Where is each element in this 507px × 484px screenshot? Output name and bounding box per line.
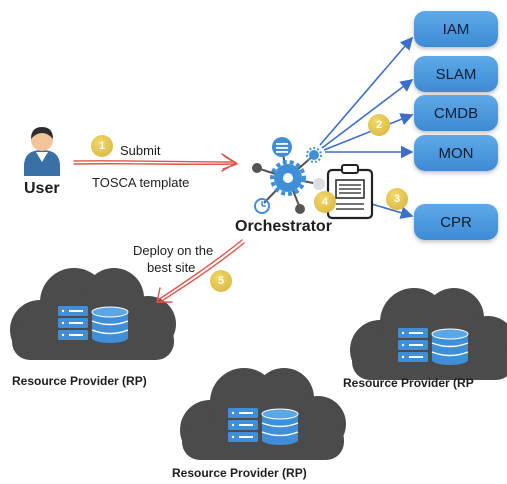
cloud-icon-rp-right <box>350 288 507 380</box>
service-cpr-button[interactable]: CPR <box>414 204 498 240</box>
rp-label-bottom: Resource Provider (RP) <box>172 466 307 480</box>
submit-label: Submit <box>120 143 161 158</box>
rp-label-right: Resource Provider (RP <box>343 376 474 390</box>
orchestrator-label: Orchestrator <box>235 218 332 235</box>
service-slam-button[interactable]: SLAM <box>414 56 498 92</box>
rp-label-left: Resource Provider (RP) <box>12 374 147 388</box>
cloud-icon-rp-bottom <box>180 368 346 460</box>
deploy-label-line2: best site <box>147 260 196 275</box>
service-mon-button[interactable]: MON <box>414 135 498 171</box>
step-badge-1: 1 <box>91 135 113 157</box>
step-badge-5: 5 <box>210 270 232 292</box>
service-cmdb-button[interactable]: CMDB <box>414 95 498 131</box>
step-badge-2: 2 <box>368 114 390 136</box>
clipboard-icon <box>326 164 374 220</box>
deploy-arrow <box>156 239 245 303</box>
submit-arrow <box>73 153 239 172</box>
step-badge-4: 4 <box>314 191 336 213</box>
tosca-label: TOSCA template <box>92 175 190 190</box>
deploy-label-line1: Deploy on the <box>133 243 214 258</box>
orchestrator-icon <box>252 137 325 214</box>
user-label: User <box>24 180 60 197</box>
service-iam-button[interactable]: IAM <box>414 11 498 47</box>
user-icon <box>24 127 60 176</box>
cloud-icon-rp-left <box>10 268 176 360</box>
step-badge-3: 3 <box>386 188 408 210</box>
